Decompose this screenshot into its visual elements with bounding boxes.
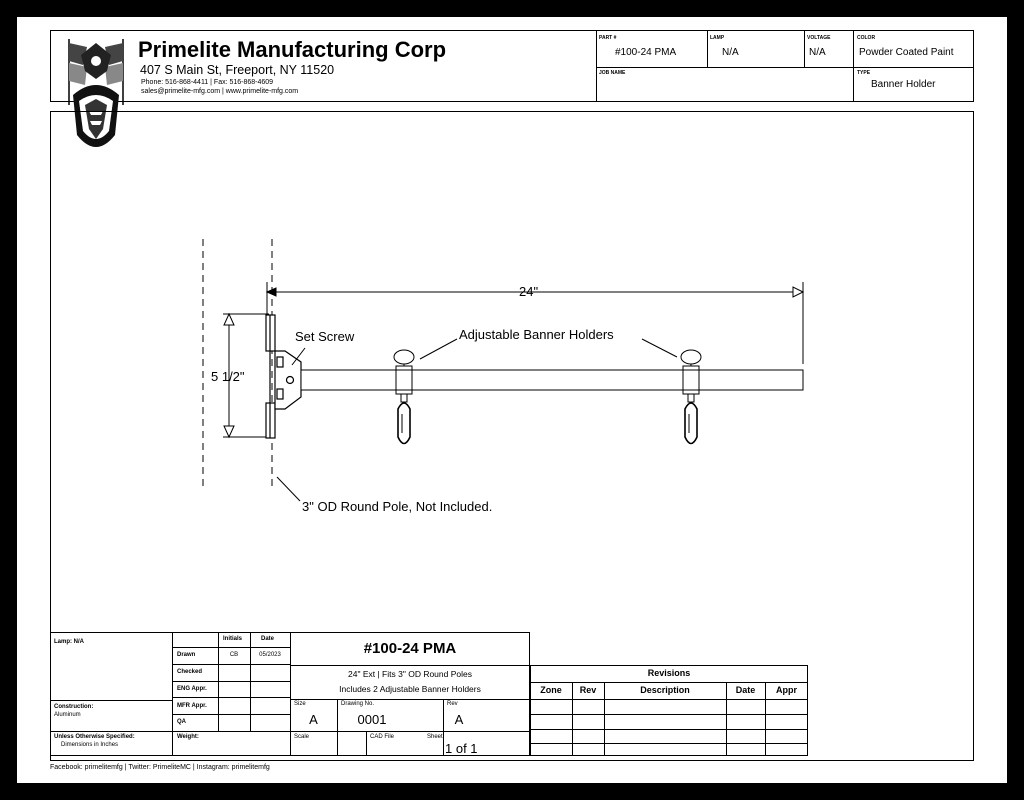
banner-holder-right: [680, 349, 702, 445]
size-value: A: [309, 712, 318, 727]
pole-label: 3" OD Round Pole, Not Included.: [302, 499, 493, 514]
voltage-label: VOLTAGE: [807, 35, 831, 41]
size-label: Size: [294, 701, 306, 707]
color-label: COLOR: [857, 35, 876, 41]
banner-holder-leader-right: [641, 338, 678, 358]
technical-drawing: [202, 239, 805, 502]
revisions-col-zone: Zone: [540, 685, 562, 695]
drawing-no-label: Drawing No.: [341, 701, 375, 707]
drawing-frame: [50, 111, 974, 761]
extension-arm: [300, 369, 804, 391]
weight-label: Weight:: [177, 734, 199, 740]
lamp-note: Lamp: N/A: [54, 639, 84, 645]
construction-value: Aluminum: [54, 712, 81, 718]
color-value: Powder Coated Paint: [859, 47, 954, 58]
cad-file-label: CAD File: [370, 734, 395, 740]
header-box: [50, 30, 974, 102]
banner-holder-leader-left: [419, 338, 458, 360]
job-name-label: JOB NAME: [599, 70, 626, 76]
pole-leader: [276, 476, 301, 502]
company-name: Primelite Manufacturing Corp: [138, 37, 447, 62]
social-footer: Facebook: primelitemfg | Twitter: Primel…: [50, 764, 270, 771]
sheet-label: Sheet: [427, 734, 443, 740]
company-web: sales@primelite-mfg.com | www.primelite-…: [141, 88, 299, 95]
company-address: 407 S Main St, Freeport, NY 11520: [140, 63, 335, 77]
company-logo: [68, 39, 124, 147]
title-part-number: #100-24 PMA: [363, 640, 457, 657]
date-header: Date: [261, 636, 275, 642]
dimension-height-label: 5 1/2": [211, 369, 245, 384]
drawing-sheet: Primelite Manufacturing Corp 407 S Main …: [17, 17, 1007, 783]
title-desc-line2: Includes 2 Adjustable Banner Holders: [339, 684, 481, 694]
revisions-col-appr: Appr: [776, 685, 797, 695]
revisions-col-rev: Rev: [579, 685, 597, 695]
row-drawn-label: Drawn: [177, 652, 196, 658]
drawing-no-value: 0001: [357, 712, 387, 727]
revisions-col-date: Date: [735, 685, 756, 695]
voltage-value: N/A: [809, 47, 826, 58]
type-label: TYPE: [857, 70, 871, 76]
title-desc-line1: 24" Ext | Fits 3" OD Round Poles: [348, 669, 472, 679]
dimension-width-label: 24": [519, 284, 539, 299]
lamp-value: N/A: [722, 47, 739, 58]
banner-holder-left: [393, 349, 415, 445]
revisions-title: Revisions: [647, 668, 691, 678]
sheet-value: 1 of 1: [445, 741, 478, 756]
row-qa-label: QA: [177, 719, 186, 725]
scale-label: Scale: [294, 734, 310, 740]
row-drawn-initials: CB: [229, 652, 239, 658]
row-eng-label: ENG Appr.: [177, 686, 207, 692]
company-phone: Phone: 516-868-4411 | Fax: 516-868-4609: [141, 79, 274, 86]
part-value: #100-24 PMA: [615, 47, 677, 58]
mounting-bracket: [265, 314, 302, 439]
row-checked-label: Checked: [177, 669, 203, 675]
row-drawn-date: 05/2023: [259, 652, 281, 658]
unless-label: Unless Otherwise Specified:: [54, 734, 135, 740]
set-screw-leader: [291, 347, 306, 366]
initials-header: Initials: [223, 636, 243, 642]
revisions-table: [530, 665, 808, 756]
lamp-label: LAMP: [710, 35, 725, 41]
rev-label: Rev: [447, 701, 458, 707]
rev-value: A: [454, 712, 464, 727]
unless-value: Dimensions in Inches: [61, 742, 119, 748]
type-value: Banner Holder: [871, 79, 936, 90]
construction-label: Construction:: [54, 704, 94, 710]
set-screw-label: Set Screw: [295, 329, 355, 344]
part-label: PART #: [599, 35, 617, 41]
revisions-col-description: Description: [640, 685, 690, 695]
banner-holders-label: Adjustable Banner Holders: [459, 327, 614, 342]
row-mfr-label: MFR Appr.: [177, 703, 207, 709]
